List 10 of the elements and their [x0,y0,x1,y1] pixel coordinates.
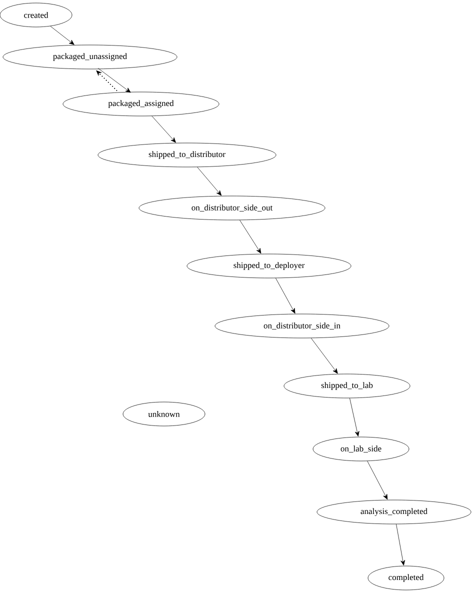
arrow [276,278,296,314]
arrow [98,68,131,93]
arrow [240,220,262,254]
arrow [396,524,406,566]
arrow [367,460,388,500]
arrow [197,166,222,196]
arrow [350,398,360,436]
arrow [50,26,74,45]
arrow [310,338,338,374]
arrow [152,116,176,143]
